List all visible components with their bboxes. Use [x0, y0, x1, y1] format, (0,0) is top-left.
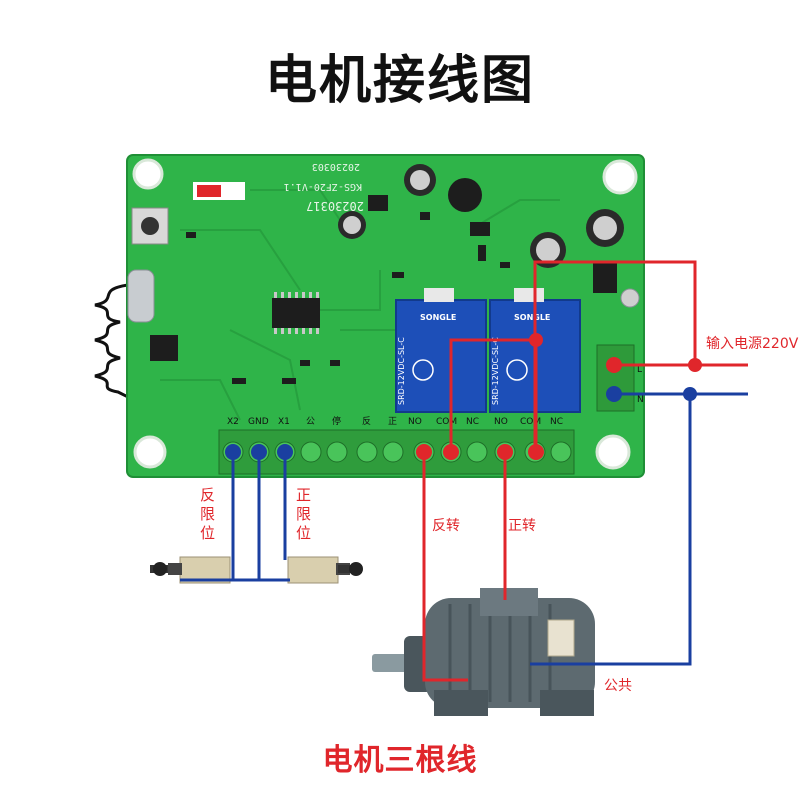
relay-1: SONGLE SRD-12VDC-SL-C [395, 288, 487, 413]
model-text: KGS-ZF20-V1.1 [284, 181, 362, 192]
terminal-label: 正 [388, 417, 397, 427]
svg-text:位: 位 [200, 524, 215, 542]
capacitor [404, 164, 436, 196]
common-wire [530, 394, 692, 666]
svg-text:正: 正 [296, 486, 311, 504]
reverse-label: 反转 [432, 518, 460, 534]
connection-dots [225, 333, 702, 460]
red-wires [422, 260, 748, 682]
mounting-hole [595, 434, 631, 470]
svg-text:反: 反 [200, 486, 215, 504]
capacitor [338, 211, 366, 239]
antenna-coil [94, 283, 131, 400]
date-mid-text: 20230317 [306, 199, 364, 213]
forward-limit-switch [287, 556, 363, 584]
relay-brand: SONGLE [514, 313, 550, 322]
terminal-label: NO [408, 417, 422, 427]
mounting-hole [132, 158, 164, 190]
terminal-label: 公 [306, 416, 315, 427]
svg-text:限: 限 [200, 505, 215, 523]
power-input-label: 输入电源220V [706, 336, 799, 352]
motor-caption: 电机三根线 [322, 743, 478, 778]
terminal-label: 反 [362, 416, 371, 427]
terminal-label: X2 [227, 417, 239, 427]
svg-text:限: 限 [296, 505, 311, 523]
terminal-label: X1 [278, 417, 290, 427]
mounting-hole [133, 435, 167, 469]
reverse-limit-label: 反 限 位 [200, 486, 215, 542]
electric-motor [372, 588, 595, 716]
reverse-wire [422, 452, 468, 682]
crystal-oscillator [127, 269, 155, 323]
receiver-chip [150, 335, 178, 361]
live-input-wire [533, 260, 748, 452]
page-title: 电机接线图 [264, 51, 535, 111]
date-top-text: 20230303 [312, 161, 360, 172]
terminal-label: NC [466, 417, 479, 427]
terminal-label-l: L [637, 365, 642, 375]
common-label: 公共 [604, 678, 632, 694]
terminal-label-n: N [637, 395, 644, 405]
terminal-label: NO [494, 417, 508, 427]
relay-model: SRD-12VDC-SL-C [491, 337, 500, 405]
forward-label: 正转 [508, 518, 536, 534]
ic-chip [272, 298, 320, 328]
terminal-label: COM [436, 417, 457, 427]
terminal-label: GND [248, 417, 269, 427]
relay-model: SRD-12VDC-SL-C [397, 337, 406, 405]
forward-limit-label: 正 限 位 [296, 486, 311, 542]
terminal-label: 停 [332, 415, 341, 427]
terminal-label: COM [520, 417, 541, 427]
terminal-label: NC [550, 417, 563, 427]
inductor [448, 178, 482, 212]
relay-brand: SONGLE [420, 313, 456, 322]
svg-text:位: 位 [296, 524, 311, 542]
capacitor [530, 232, 566, 268]
blue-wires [180, 392, 748, 666]
capacitor [586, 209, 624, 247]
mounting-hole [602, 159, 638, 195]
